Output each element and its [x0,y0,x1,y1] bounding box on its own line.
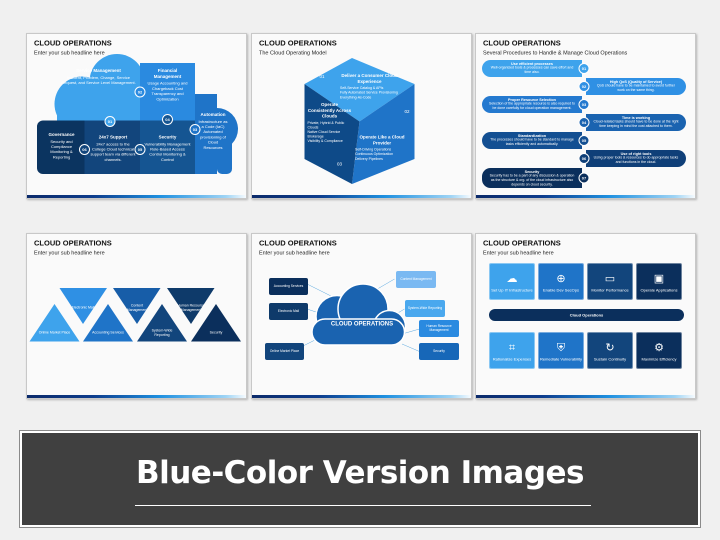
segment-number: 01 [319,74,325,79]
number-badge: 03 [189,124,201,135]
gears-icon: ⚙ [654,340,664,354]
number-badge: 05 [134,144,146,155]
segment-number: 03 [337,161,343,167]
number-badge: 04 [578,117,590,128]
slide-subtitle: Several Procedures to Handle & Manage Cl… [483,50,628,56]
globe-icon: ⊕ [556,271,566,285]
slide-title: CLOUD OPERATIONS [259,239,337,248]
cloud-server-icon: ☁ [506,271,518,285]
slide-title: CLOUD OPERATIONS [483,239,561,248]
item-electronic-mail: Electronic Mail [71,306,95,310]
slide-title: CLOUD OPERATIONS [34,39,112,48]
slide-thumbnail-4[interactable]: CLOUD OPERATIONS Enter your sub headline… [26,233,247,399]
tile-enable-dev-secops: ⊕Enable Dev SecOps [538,263,584,300]
number-badge: 04 [162,114,173,125]
tile-rationalize-expenses: ⌗Rationalize Expenses [489,332,535,369]
slide-title: CLOUD OPERATIONS [34,239,112,248]
slide-thumbnail-3[interactable]: CLOUD OPERATIONS Several Procedures to H… [475,33,696,199]
number-badge: 02 [578,81,590,92]
procedure-item: High QoS (Quality of Service)QoS should … [586,78,686,95]
cloud-center-label: CLOUD OPERATIONS [330,320,394,327]
chip-icon: ⌗ [508,340,516,354]
node-security: Security [419,343,459,360]
item-human-resource-management: Human Resource Management [177,303,205,312]
number-badge: 03 [578,99,590,110]
tile-maximize-efficiency: ⚙Maximize Efficiency [636,332,682,369]
hexagon-diagram [304,58,415,184]
node-electronic-mail: Electronic Mail [269,303,308,320]
number-badge: 06 [578,153,590,164]
slide-footer-bar [27,195,246,198]
tile-operate-applications: ▣Operate Applications [636,263,682,300]
slide-footer-bar [27,395,246,398]
number-badge: 01 [578,63,590,74]
cloud-operations-band: Cloud Operations [489,309,684,321]
number-badge: 01 [104,116,116,127]
number-badge: 05 [578,135,590,146]
segment-number: 02 [404,109,410,114]
node-system-wide-reporting: System-Wide Reporting [405,300,445,317]
item-security: Security [209,331,223,335]
number-badge: 02 [134,86,146,98]
slide-thumbnail-2[interactable]: CLOUD OPERATIONS The Cloud Operating Mod… [251,33,472,199]
node-online-market-place: Online Market Place [265,343,304,360]
number-badge: 06 [79,144,90,155]
slide-title: CLOUD OPERATIONS [483,39,561,48]
shield-search-icon: ⛨ [556,340,566,354]
monitor-icon: ▭ [604,271,616,285]
item-accounting-services: Accounting Services [92,331,124,335]
tile-set-up-it-infrastructure: ☁Set Up IT Infrastructure [489,263,535,300]
item-content-management: Content Management [126,303,148,312]
slide-subtitle: Enter your sub headline here [259,250,330,256]
node-human-resource-management: Human Resource Management [419,320,459,337]
tile-remediate-vulnerability: ⛨Remediate Vulnerability [538,332,584,369]
slide-subtitle: Enter your sub headline here [483,250,554,256]
cloud-shape [37,54,238,174]
slide-thumbnail-6[interactable]: CLOUD OPERATIONS Enter your sub headline… [475,233,696,399]
cycle-icon: ↻ [605,340,615,354]
tile-monitor-performance: ▭Monitor Performance [587,263,633,300]
slide-footer-bar [252,395,471,398]
slide-thumbnail-5[interactable]: CLOUD OPERATIONS Enter your sub headline… [251,233,472,399]
slide-subtitle: The Cloud Operating Model [259,50,327,56]
triangle-row [29,288,241,342]
slide-subtitle: Enter your sub headline here [34,50,105,56]
slide-subtitle: Enter your sub headline here [34,250,105,256]
number-badge: 07 [578,172,590,184]
slide-footer-bar [476,395,695,398]
banner-title: Blue-Color Version Images [135,455,585,491]
banner: Blue-Color Version Images [19,430,701,528]
node-accounting-services: Accounting Services [269,278,308,295]
node-content-management: Content Management [396,271,436,288]
dashboard-icon: ▣ [653,271,665,285]
slide-footer-bar [252,195,471,198]
tile-sustain-continuity: ↻Sustain Continuity [587,332,633,369]
banner-underline [135,505,591,506]
item-system-wide-reporting: System-Wide Reporting [151,328,173,337]
slide-title: CLOUD OPERATIONS [259,39,337,48]
slide-footer-bar [476,195,695,198]
cloud-hub [301,278,420,352]
item-online-market-place: Online Market Place [38,331,71,335]
slide-thumbnail-1[interactable]: CLOUD OPERATIONS Enter your sub headline… [26,33,247,199]
